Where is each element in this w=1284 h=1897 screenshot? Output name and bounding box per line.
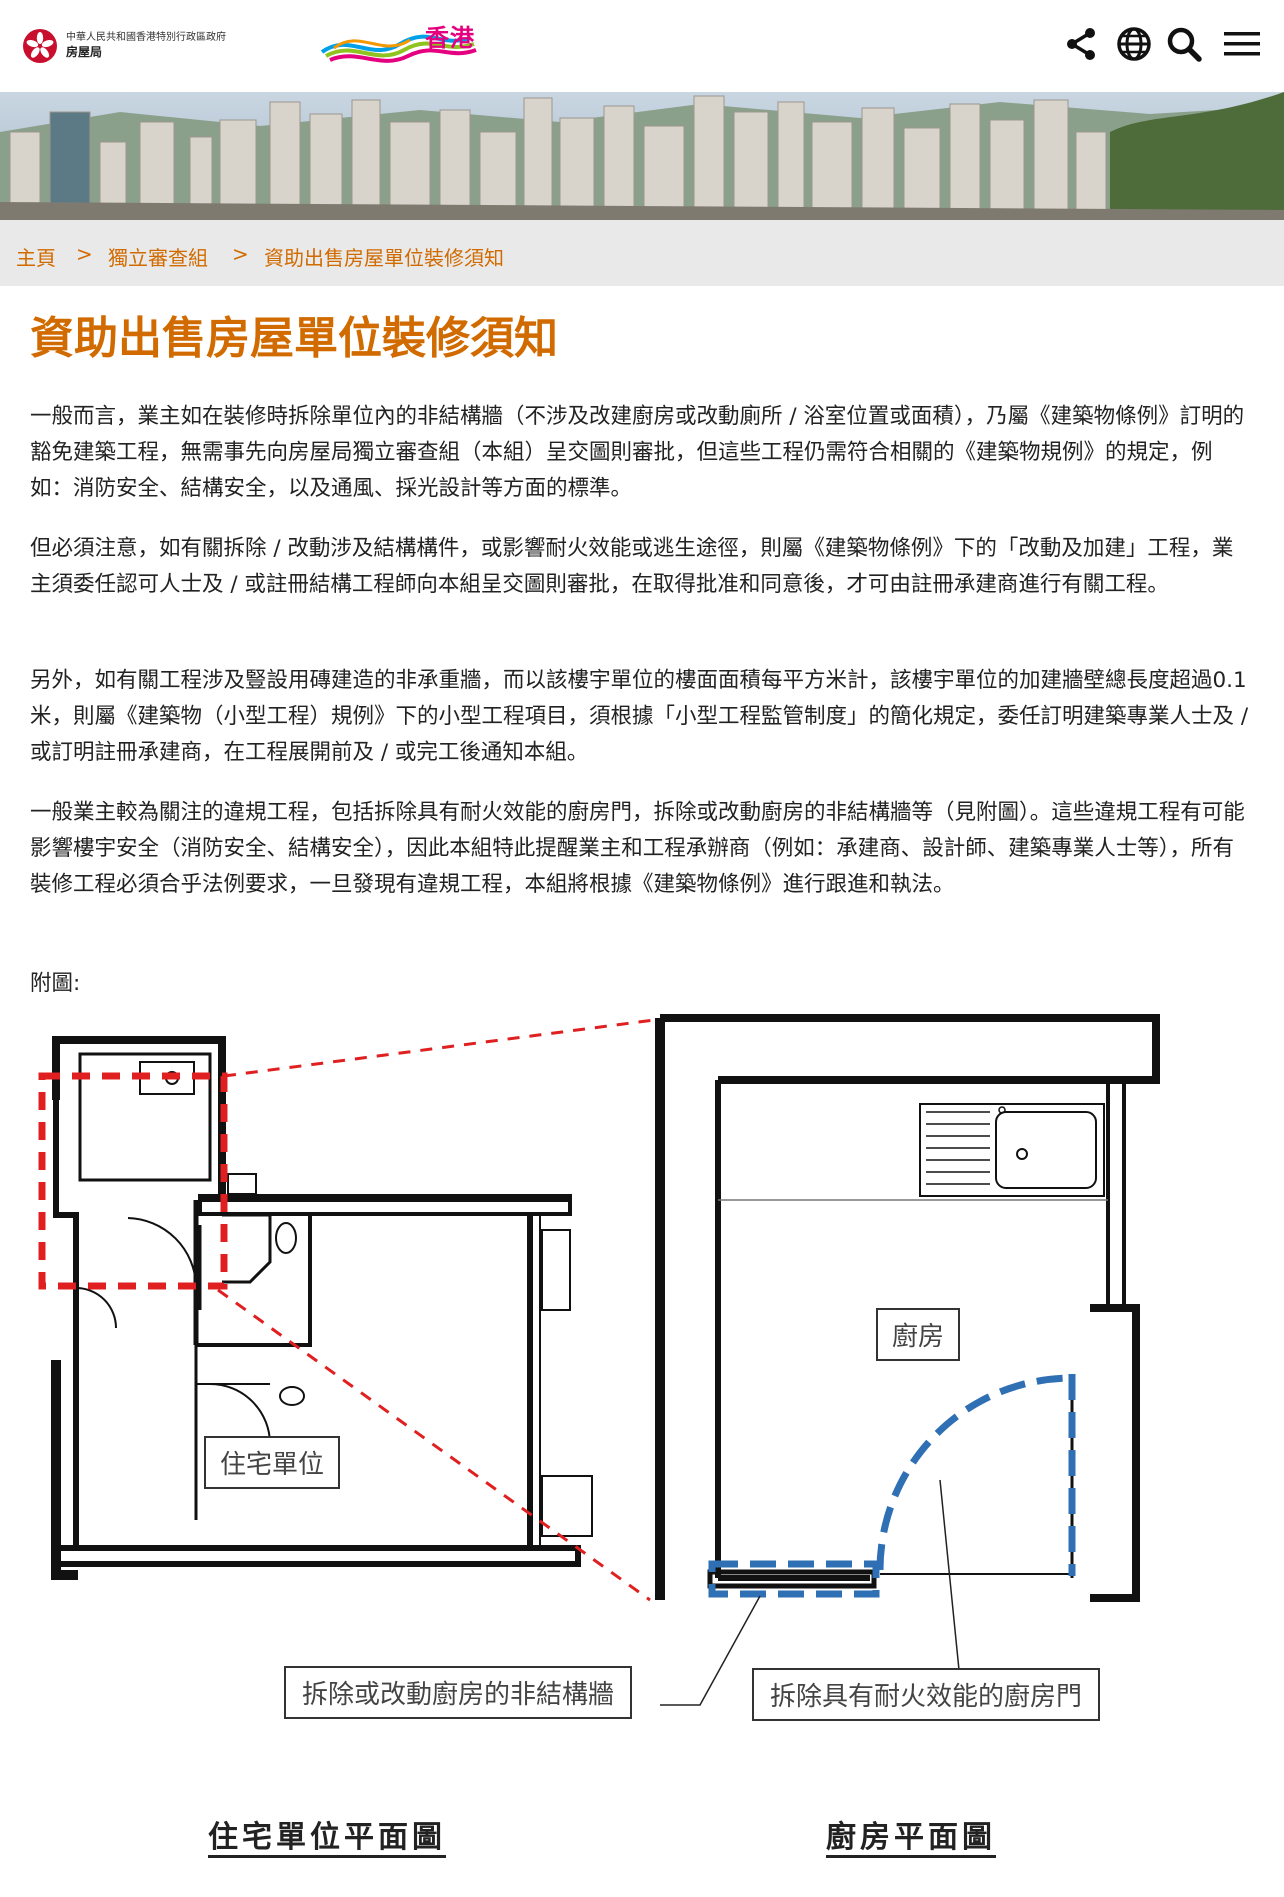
- unit-label: 住宅單位: [204, 1436, 341, 1489]
- site-header: 中華人民共和國香港特別行政區政府 房屋局 香港: [0, 0, 1284, 92]
- menu-icon[interactable]: [1220, 22, 1264, 66]
- body-paragraph-2: 但必須注意，如有關拆除 / 改動涉及結構構件，或影響耐火效能或逃生途徑，則屬《建…: [30, 536, 1234, 597]
- unit-kitchen-highlight: [38, 1072, 228, 1290]
- kitchen-wall-and-door-highlight: [708, 1374, 1076, 1598]
- cityscape-illustration: [0, 92, 1284, 220]
- banner-cityscape-image: [0, 92, 1284, 220]
- body-paragraph-1: 一般而言，業主如在裝修時拆除單位內的非結構牆（不涉及改建廚房或改動廁所 / 浴室…: [30, 404, 1245, 501]
- body-paragraph-3: 另外，如有關工程涉及豎設用磚建造的非承重牆，而以該樓宇單位的樓面面積每平方米計，…: [30, 668, 1249, 765]
- floor-plan-figure: 住宅單位 廚房 拆除或改動廚房的非結構牆 拆除具有耐火效能的廚房門: [0, 1000, 1284, 1893]
- wall-removal-label: 拆除或改動廚房的非結構牆: [284, 1666, 633, 1719]
- globe-icon[interactable]: [1112, 22, 1156, 66]
- search-icon[interactable]: [1162, 22, 1206, 66]
- government-logo-text[interactable]: 中華人民共和國香港特別行政區政府 房屋局: [66, 30, 226, 60]
- breadcrumb-separator: >: [232, 242, 249, 266]
- breadcrumb-section-link[interactable]: 獨立審查組: [108, 246, 208, 270]
- label-leader-lines: [660, 1479, 961, 1706]
- unit-plan-caption: 住宅單位平面圖: [208, 1820, 446, 1855]
- body-paragraph-4: 一般業主較為關注的違規工程，包括拆除具有耐火效能的廚房門，拆除或改動廚房的非結構…: [30, 800, 1245, 897]
- breadcrumb-home-link[interactable]: 主頁: [16, 246, 56, 270]
- figure-label: 附圖:: [30, 971, 81, 996]
- hksar-emblem-icon[interactable]: [22, 28, 58, 64]
- breadcrumb-current-page: 資助出售房屋單位裝修須知: [264, 246, 504, 270]
- brand-hong-kong-ribbon-icon[interactable]: [320, 18, 480, 70]
- floor-plan-drawing: [38, 1014, 1160, 1706]
- page-title: 資助出售房屋單位裝修須知: [30, 313, 558, 364]
- kitchen-plan-caption: 廚房平面圖: [826, 1820, 996, 1855]
- government-name: 中華人民共和國香港特別行政區政府: [66, 32, 226, 43]
- fire-door-removal-label: 拆除具有耐火效能的廚房門: [752, 1668, 1101, 1721]
- kitchen-label: 廚房: [876, 1308, 961, 1361]
- unit-plan-walls: [51, 1036, 593, 1580]
- share-icon[interactable]: [1060, 22, 1104, 66]
- zoom-guide-lines: [217, 1018, 655, 1602]
- breadcrumb-separator: >: [76, 242, 93, 266]
- brand-text: 香港: [425, 24, 475, 52]
- breadcrumb: 主頁 > 獨立審查組 > 資助出售房屋單位裝修須知: [0, 220, 1284, 286]
- bureau-name: 房屋局: [66, 45, 103, 59]
